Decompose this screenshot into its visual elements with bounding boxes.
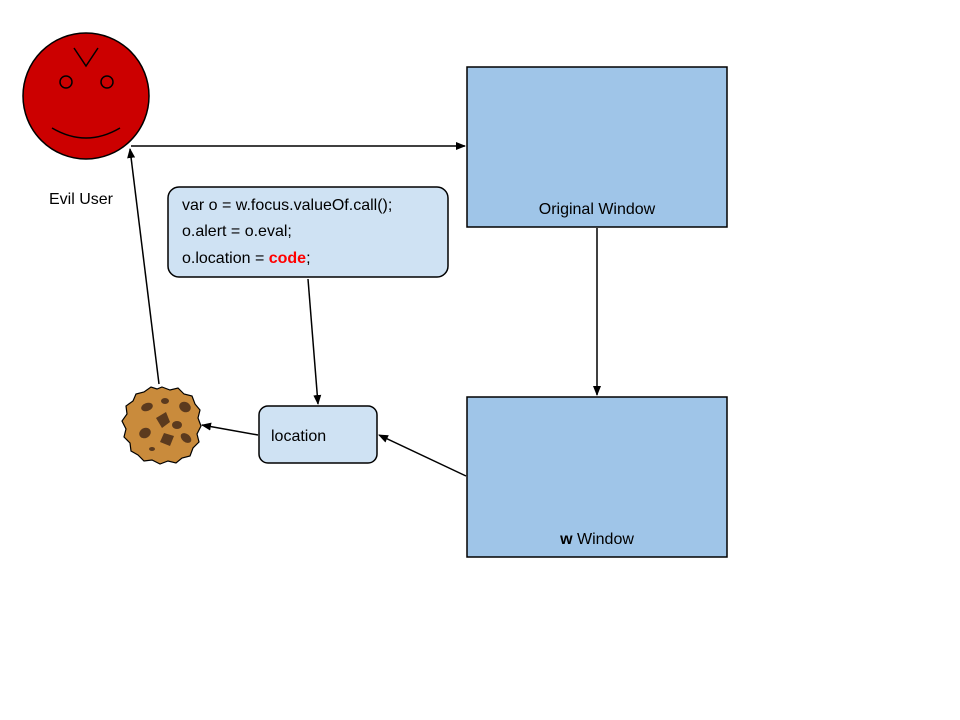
w-window-label-rest: Window	[573, 531, 635, 548]
arrow-cookie-to-evil-user	[127, 148, 160, 385]
code-line-3: o.location = code;	[182, 250, 311, 267]
code-highlight: code	[269, 250, 306, 267]
cookie-icon	[121, 386, 202, 465]
location-label: location	[271, 428, 326, 445]
cookie-chip	[172, 421, 182, 429]
cookie-chip	[179, 401, 191, 413]
cookie-chip	[180, 433, 192, 443]
cookie-chip	[139, 427, 151, 439]
location-box	[258, 405, 378, 464]
code-line-3-prefix: o.location =	[182, 250, 269, 267]
cookie-chip	[141, 402, 153, 412]
code-line-2: o.alert = o.eval;	[182, 223, 292, 240]
code-box	[167, 186, 449, 278]
w-window-box	[466, 396, 728, 558]
arrow-code-box-to-location	[307, 278, 322, 405]
w-window-label: w Window	[559, 531, 634, 548]
w-window-label-bold: w	[559, 531, 573, 548]
evil-user-brow	[73, 47, 99, 68]
evil-user-smile	[51, 127, 121, 139]
arrow-location-to-cookie	[201, 422, 259, 436]
evil-user-left-eye	[59, 75, 73, 89]
cookie-chip	[156, 412, 170, 428]
cookie-chip	[161, 398, 169, 404]
evil-user-right-eye	[100, 75, 114, 89]
original-window-box	[466, 66, 728, 228]
arrow-w-window-to-location	[378, 434, 467, 477]
code-line-3-suffix: ;	[306, 250, 310, 267]
evil-user-icon	[22, 32, 150, 160]
evil-user-face	[22, 32, 150, 160]
code-line-1: var o = w.focus.valueOf.call();	[182, 197, 392, 214]
cookie-chip	[160, 433, 174, 446]
evil-user-label: Evil User	[49, 191, 114, 208]
original-window-label: Original Window	[539, 201, 656, 218]
cookie-chip	[149, 447, 155, 451]
